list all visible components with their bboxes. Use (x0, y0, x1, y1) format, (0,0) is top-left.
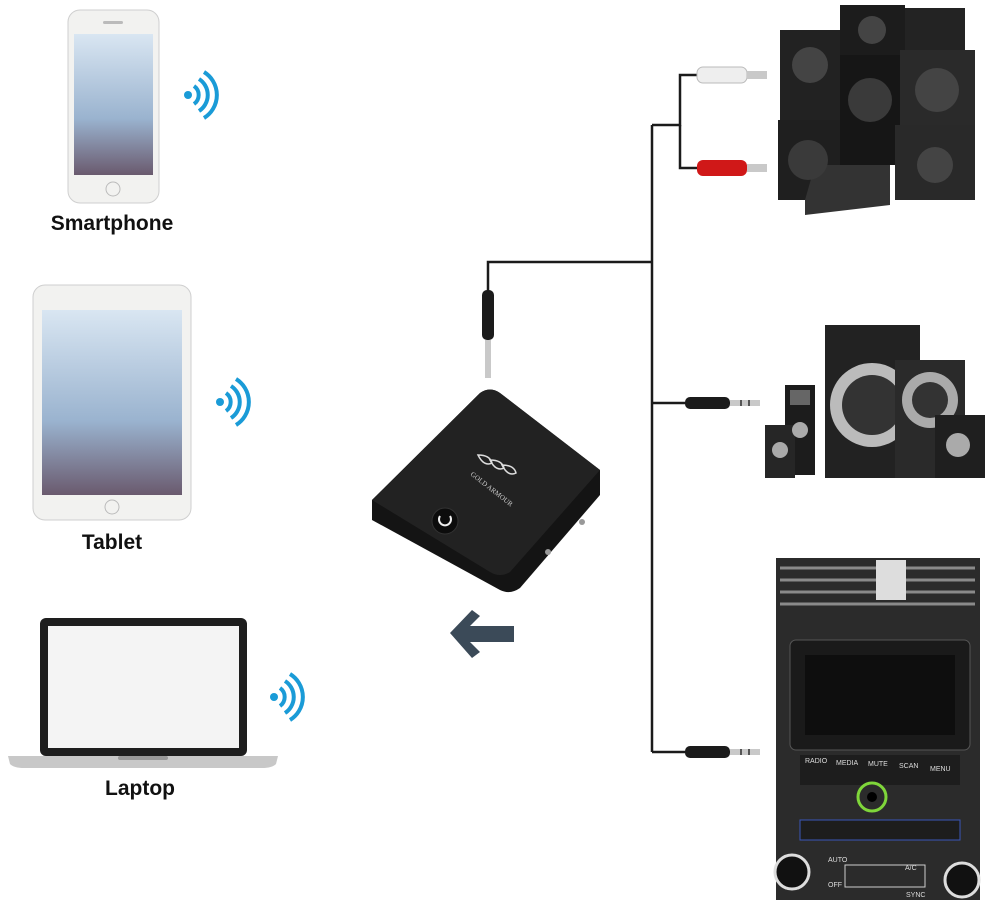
power-icon (438, 515, 452, 527)
laptop-icon (8, 618, 278, 768)
speakers-image (778, 5, 975, 215)
svg-text:MENU: MENU (930, 766, 951, 773)
svg-text:MEDIA: MEDIA (836, 760, 859, 767)
brand-logo (476, 454, 517, 475)
svg-text:AUTO: AUTO (828, 857, 848, 864)
label-smartphone: Smartphone (50, 212, 174, 235)
aux-jack-plug (685, 746, 760, 758)
wifi-icon (214, 377, 251, 427)
svg-text:MUTE: MUTE (868, 761, 888, 768)
home-theater-speakers-image (765, 325, 985, 478)
svg-text:SCAN: SCAN (899, 763, 918, 770)
cables (486, 73, 700, 754)
arrow-left-icon (450, 610, 514, 658)
label-tablet: Tablet (81, 531, 143, 554)
tablet-icon (32, 284, 192, 521)
aux-jack-plug (685, 397, 760, 409)
svg-text:RADIO: RADIO (805, 758, 828, 765)
aux-jack-vertical (482, 290, 494, 378)
car-stereo-image (773, 558, 981, 900)
smartphone-icon (67, 9, 160, 204)
bluetooth-device: GOLD ARMOUR (372, 389, 600, 593)
car-stereo-buttons: RADIO MEDIA MUTE SCAN MENU AUTO A/C OFF … (805, 758, 951, 899)
wifi-icon (182, 70, 219, 120)
rca-red-plug (697, 160, 767, 176)
wifi-icon (268, 672, 305, 722)
svg-text:OFF: OFF (828, 882, 842, 889)
rca-white-plug (696, 66, 767, 84)
label-laptop: Laptop (105, 777, 175, 800)
svg-text:A/C: A/C (905, 865, 917, 872)
svg-text:SYNC: SYNC (906, 892, 925, 899)
